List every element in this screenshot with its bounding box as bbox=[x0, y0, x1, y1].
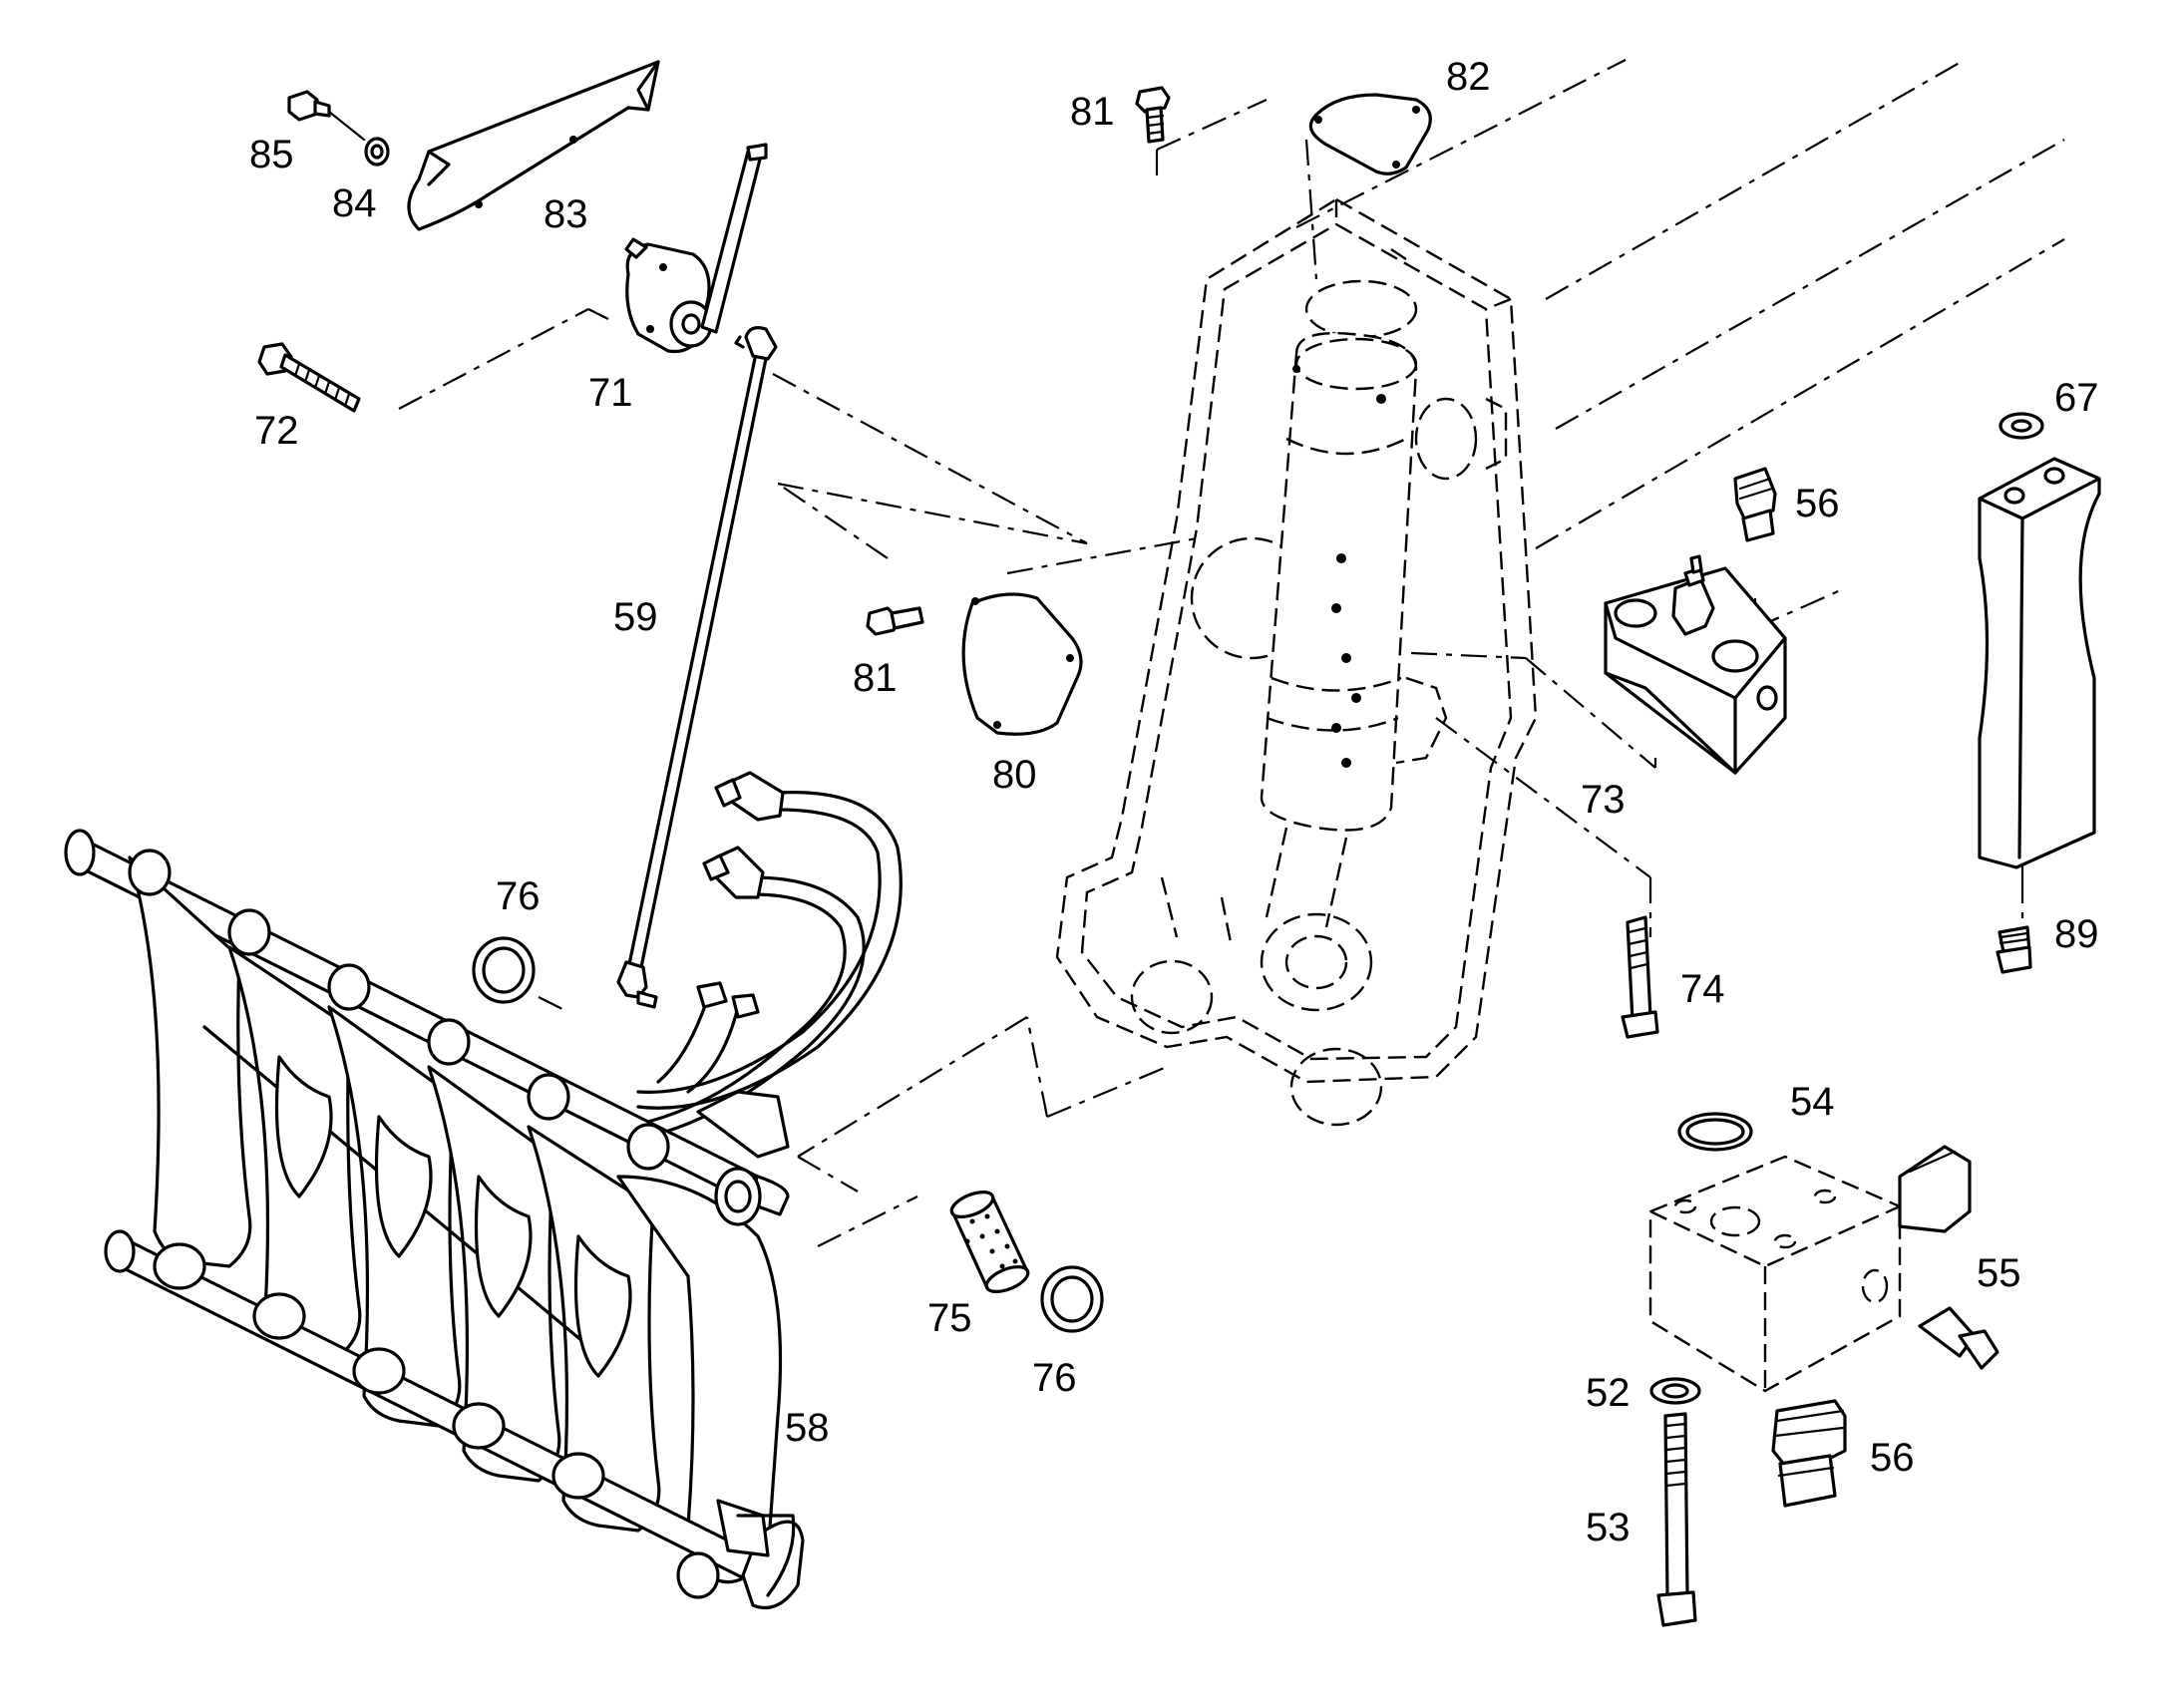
part-53-bolt bbox=[1656, 1412, 1697, 1627]
part-71-lever-assembly bbox=[624, 143, 768, 354]
label-55: 55 bbox=[1977, 1251, 2021, 1295]
label-67: 67 bbox=[2054, 376, 2099, 420]
label-52: 52 bbox=[1586, 1371, 1631, 1415]
label-58: 58 bbox=[785, 1406, 830, 1450]
part-74-bolt bbox=[1621, 915, 1659, 1039]
hydraulic-hoses bbox=[636, 771, 903, 1139]
part-85-bolt bbox=[287, 90, 366, 142]
label-82: 82 bbox=[1446, 55, 1491, 99]
boom-frame-phantom bbox=[1055, 197, 1538, 1127]
part-54-seal bbox=[1677, 1112, 1753, 1152]
cylinder-phantom bbox=[1260, 332, 1448, 1012]
label-84: 84 bbox=[332, 181, 377, 225]
part-58-rake-carriage bbox=[64, 829, 805, 1610]
label-76-lower: 76 bbox=[1032, 1356, 1077, 1400]
label-74: 74 bbox=[1680, 967, 1725, 1011]
part-83-guard-plate bbox=[407, 60, 660, 231]
part-81-bolt-top bbox=[1135, 86, 1171, 144]
part-manifold-block bbox=[1648, 1155, 1902, 1393]
part-56-fitting-bottom bbox=[1771, 1399, 1847, 1508]
part-76-seal-upper bbox=[472, 936, 536, 1004]
part-number-labels: 85 84 83 71 72 81 82 59 81 80 56 67 73 7… bbox=[249, 55, 2099, 1549]
label-85: 85 bbox=[249, 133, 294, 176]
label-75: 75 bbox=[927, 1296, 972, 1340]
label-81-middle: 81 bbox=[853, 656, 898, 700]
part-67-washer bbox=[1998, 412, 2044, 440]
part-84-washer bbox=[364, 137, 390, 167]
label-89: 89 bbox=[2054, 912, 2099, 956]
part-56-fitting-top bbox=[1733, 467, 1777, 542]
part-75-bushing bbox=[949, 1190, 1030, 1294]
part-52-washer bbox=[1649, 1377, 1701, 1405]
label-71: 71 bbox=[588, 371, 633, 415]
part-82-cover-plate bbox=[1308, 93, 1432, 175]
label-53: 53 bbox=[1586, 1506, 1631, 1549]
label-72: 72 bbox=[254, 409, 299, 453]
part-72-long-bolt bbox=[257, 342, 361, 413]
assembly-leader-lines bbox=[398, 59, 2065, 1247]
label-81-top: 81 bbox=[1070, 90, 1115, 134]
part-59-rod bbox=[616, 326, 778, 1009]
label-56-bottom: 56 bbox=[1870, 1436, 1915, 1480]
part-89-bolt bbox=[1996, 925, 2032, 974]
label-59: 59 bbox=[613, 595, 658, 639]
part-76-seal-lower bbox=[1040, 1265, 1104, 1333]
label-83: 83 bbox=[544, 192, 588, 236]
label-76-upper: 76 bbox=[496, 874, 541, 918]
label-80: 80 bbox=[992, 753, 1037, 797]
part-55-fitting bbox=[1898, 1145, 1999, 1370]
label-54: 54 bbox=[1790, 1080, 1835, 1124]
part-spacer-block bbox=[1978, 457, 2101, 869]
label-56-top: 56 bbox=[1795, 482, 1840, 525]
label-73: 73 bbox=[1581, 778, 1626, 822]
part-73-valve-block bbox=[1604, 554, 1787, 775]
part-81-bolt-middle bbox=[866, 606, 924, 636]
part-80-cover-plate bbox=[961, 592, 1083, 736]
